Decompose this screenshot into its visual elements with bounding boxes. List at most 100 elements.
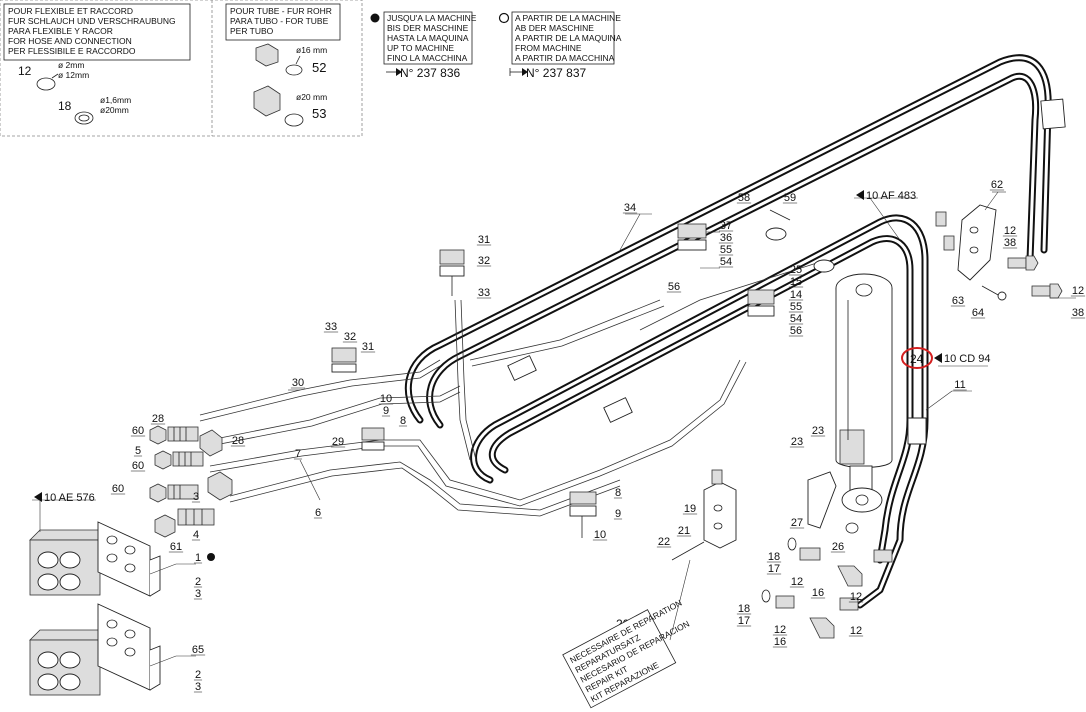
part-number-label[interactable]: 12 — [774, 624, 786, 636]
part-number-label[interactable]: 38 — [1004, 237, 1016, 249]
legend-tube-line: PARA TUBO - FOR TUBE — [230, 16, 329, 26]
legend-until-line: JUSQU'A LA MACHINE — [387, 13, 477, 23]
part-number-label[interactable]: 2 — [195, 576, 201, 588]
part-number-label[interactable]: 27 — [791, 517, 803, 529]
part-number-label[interactable]: 30 — [292, 377, 304, 389]
part-number-label[interactable]: 11 — [954, 379, 965, 391]
part-number-label[interactable]: 63 — [952, 295, 964, 307]
legend-tube-line: POUR TUBE - FUR ROHR — [230, 6, 332, 16]
part-number-label[interactable]: 56 — [790, 325, 802, 337]
part-number-label[interactable]: 61 — [170, 541, 182, 553]
legend-seal-dim: ø 2mm — [58, 60, 84, 70]
legend-hose-line: PARA FLEXIBLE Y RACOR — [8, 26, 113, 36]
part-number-label[interactable]: 33 — [478, 287, 490, 299]
legend-tube-dim: ø20 mm — [296, 92, 327, 102]
clamps — [331, 223, 775, 538]
part-number-label[interactable]: 8 — [400, 415, 406, 427]
part-number-label[interactable]: 15 — [790, 276, 802, 288]
rigid-tubes — [199, 261, 821, 517]
part-number-label[interactable]: 32 — [478, 255, 490, 267]
part-number-label[interactable]: 5 — [135, 445, 141, 457]
hydraulic-cylinder — [835, 273, 893, 513]
part-number-label[interactable]: 7 — [295, 448, 301, 460]
part-number-label[interactable]: 21 — [678, 525, 690, 537]
part-number-label[interactable]: 12 — [1072, 285, 1084, 297]
part-number-label[interactable]: 12 — [1004, 225, 1016, 237]
part-number-label[interactable]: 60 — [112, 483, 124, 495]
part-number-label[interactable]: 14 — [790, 289, 802, 301]
part-number-label[interactable]: 60 — [132, 460, 144, 472]
part-number-label[interactable]: 65 — [192, 644, 204, 656]
bracket-62 — [935, 204, 1063, 301]
highlight-number: 24 — [910, 352, 924, 366]
part-number-label[interactable]: 38 — [1072, 307, 1084, 319]
part-number-label[interactable]: 12 — [850, 625, 862, 637]
part-number-label[interactable]: 55 — [720, 244, 732, 256]
part-number-label[interactable]: 19 — [684, 503, 696, 515]
part-number-label[interactable]: 10 — [594, 529, 606, 541]
until-machine-dot-icon — [207, 553, 215, 561]
part-number-label[interactable]: 17 — [738, 615, 750, 627]
part-number-label[interactable]: 36 — [720, 232, 732, 244]
part-number-label[interactable]: 1 — [195, 552, 201, 564]
part-number-label[interactable]: 8 — [615, 487, 621, 499]
legend-from-line: FROM MACHINE — [515, 43, 582, 53]
part-number-label[interactable]: 29 — [332, 436, 344, 448]
part-number-label[interactable]: 64 — [972, 307, 984, 319]
part-number-label[interactable]: 6 — [315, 507, 321, 519]
part-number-label[interactable]: 28 — [232, 435, 244, 447]
fittings-left — [149, 425, 233, 538]
part-number-label[interactable]: 3 — [195, 681, 201, 693]
part-number-label[interactable]: 54 — [720, 256, 732, 268]
legend-hose-line: FUR SCHLAUCH UND VERSCHRAUBUNG — [8, 16, 176, 26]
part-number-label[interactable]: 33 — [325, 321, 337, 333]
highlight-part-24[interactable]: 24 — [901, 347, 933, 369]
valve-block-19 — [671, 469, 737, 561]
part-number-label[interactable]: 32 — [344, 331, 356, 343]
legend-seal-dim: ø20mm — [100, 105, 129, 115]
part-number-label[interactable]: 28 — [152, 413, 164, 425]
part-number-label[interactable]: 26 — [832, 541, 844, 553]
part-number-label[interactable]: 37 — [720, 220, 732, 232]
part-number-label[interactable]: 12 — [850, 591, 862, 603]
part-number-label[interactable]: 23 — [791, 436, 803, 448]
open-dot-icon — [498, 12, 510, 24]
part-number-label[interactable]: 60 — [132, 425, 144, 437]
part-number-label[interactable]: 18 — [768, 551, 780, 563]
part-number-label[interactable]: 16 — [774, 636, 786, 648]
legend-seal-dim: ø1,6mm — [100, 95, 131, 105]
part-number-label[interactable]: 58 — [738, 192, 750, 204]
triangle-arrow-icon — [856, 190, 864, 200]
part-number-label[interactable]: 34 — [624, 202, 636, 214]
part-number-label[interactable]: 3 — [195, 588, 201, 600]
legend-until-line: HASTA LA MAQUINA — [387, 33, 469, 43]
legend-until-line: BIS DER MASCHINE — [387, 23, 469, 33]
triangle-arrow-icon — [934, 353, 942, 363]
from-serial: N° 237 837 — [526, 66, 587, 80]
legend-area: POUR FLEXIBLE ET RACCORD FUR SCHLAUCH UN… — [0, 0, 622, 137]
part-number-label[interactable]: 2 — [195, 669, 201, 681]
part-number-label[interactable]: 31 — [478, 234, 490, 246]
legend-seal-number: 18 — [58, 99, 72, 113]
part-number-label[interactable]: 62 — [991, 179, 1003, 191]
part-number-label[interactable]: 56 — [668, 281, 680, 293]
part-number-label[interactable]: 16 — [812, 587, 824, 599]
part-number-label[interactable]: 55 — [790, 301, 802, 313]
part-number-label[interactable]: 31 — [362, 341, 374, 353]
part-number-label[interactable]: 18 — [738, 603, 750, 615]
part-number-label[interactable]: 12 — [791, 576, 803, 588]
part-number-label[interactable]: 17 — [768, 563, 780, 575]
part-number-label[interactable]: 23 — [812, 425, 824, 437]
part-number-label[interactable]: 9 — [615, 508, 621, 520]
part-number-label[interactable]: 9 — [383, 405, 389, 417]
part-number-label[interactable]: 10 — [380, 393, 392, 405]
part-number-label[interactable]: 54 — [790, 313, 802, 325]
part-number-label[interactable]: 25 — [790, 264, 802, 276]
part-number-label[interactable]: 59 — [784, 192, 796, 204]
part-number-label[interactable]: 22 — [658, 536, 670, 548]
legend-hose-line: FOR HOSE AND CONNECTION — [8, 36, 132, 46]
leader-lines — [32, 191, 1076, 700]
part-number-label[interactable]: 3 — [193, 491, 199, 503]
part-number-label[interactable]: 4 — [193, 529, 199, 541]
